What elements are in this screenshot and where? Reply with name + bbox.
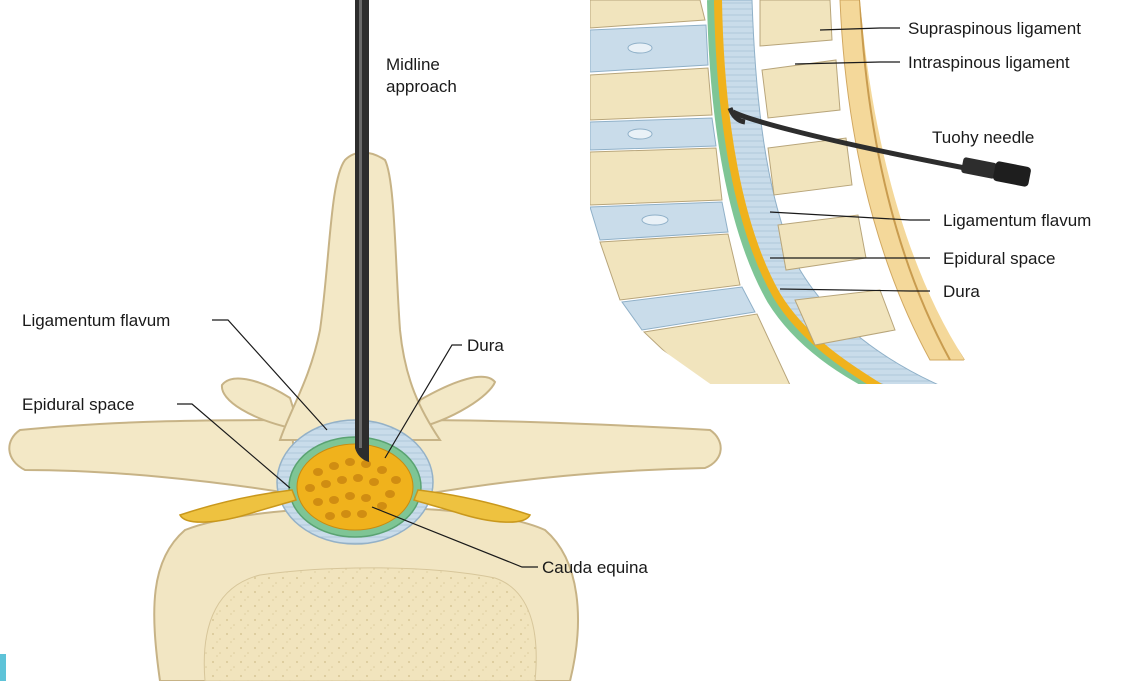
axial-dura-label: Dura [467,335,504,356]
transverse-process-left [9,420,300,495]
axial-epidural-space-label: Epidural space [22,394,134,415]
midline-approach-label-line2: approach [386,76,457,97]
midline-approach-label-line1: Midline [386,54,440,75]
sagittal-ligamentum-flavum-label: Ligamentum flavum [943,210,1091,231]
accent-bar [0,654,6,681]
intraspinous-ligament-label: Intraspinous ligament [908,52,1070,73]
cauda-equina-label: Cauda equina [542,557,648,578]
sagittal-dura-label: Dura [943,281,980,302]
supraspinous-ligament-label: Supraspinous ligament [908,18,1081,39]
axial-ligamentum-flavum-label: Ligamentum flavum [22,310,170,331]
sagittal-epidural-space-label: Epidural space [943,248,1055,269]
tuohy-needle-label: Tuohy needle [932,127,1034,148]
transverse-process-right [410,420,721,495]
